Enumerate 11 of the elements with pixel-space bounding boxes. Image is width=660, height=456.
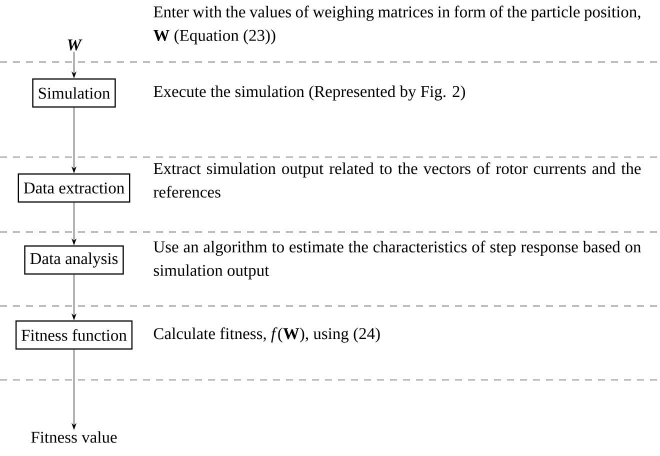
output-text: Fitness value xyxy=(31,431,117,443)
description-text: Extract simulation output related to the vectors of rotor currents and the references xyxy=(154,162,641,198)
description-text: Enter with the values of weighing matrices in form of the particle position, W (Equation (23)) xyxy=(153,6,640,44)
process-box: Data extraction xyxy=(18,173,130,203)
variable-symbol: W xyxy=(68,39,82,51)
description-text: Execute the simulation (Represented by Fig. 2) xyxy=(154,86,466,100)
process-box: Simulation xyxy=(32,78,116,108)
process-box: Fitness function xyxy=(15,320,133,350)
description-text: Use an algorithm to estimate the characteristics of step response based on simulation output xyxy=(154,240,641,280)
process-box: Data analysis xyxy=(24,245,124,275)
description-text: Calculate fitness, f(W), using (24) xyxy=(154,327,380,343)
